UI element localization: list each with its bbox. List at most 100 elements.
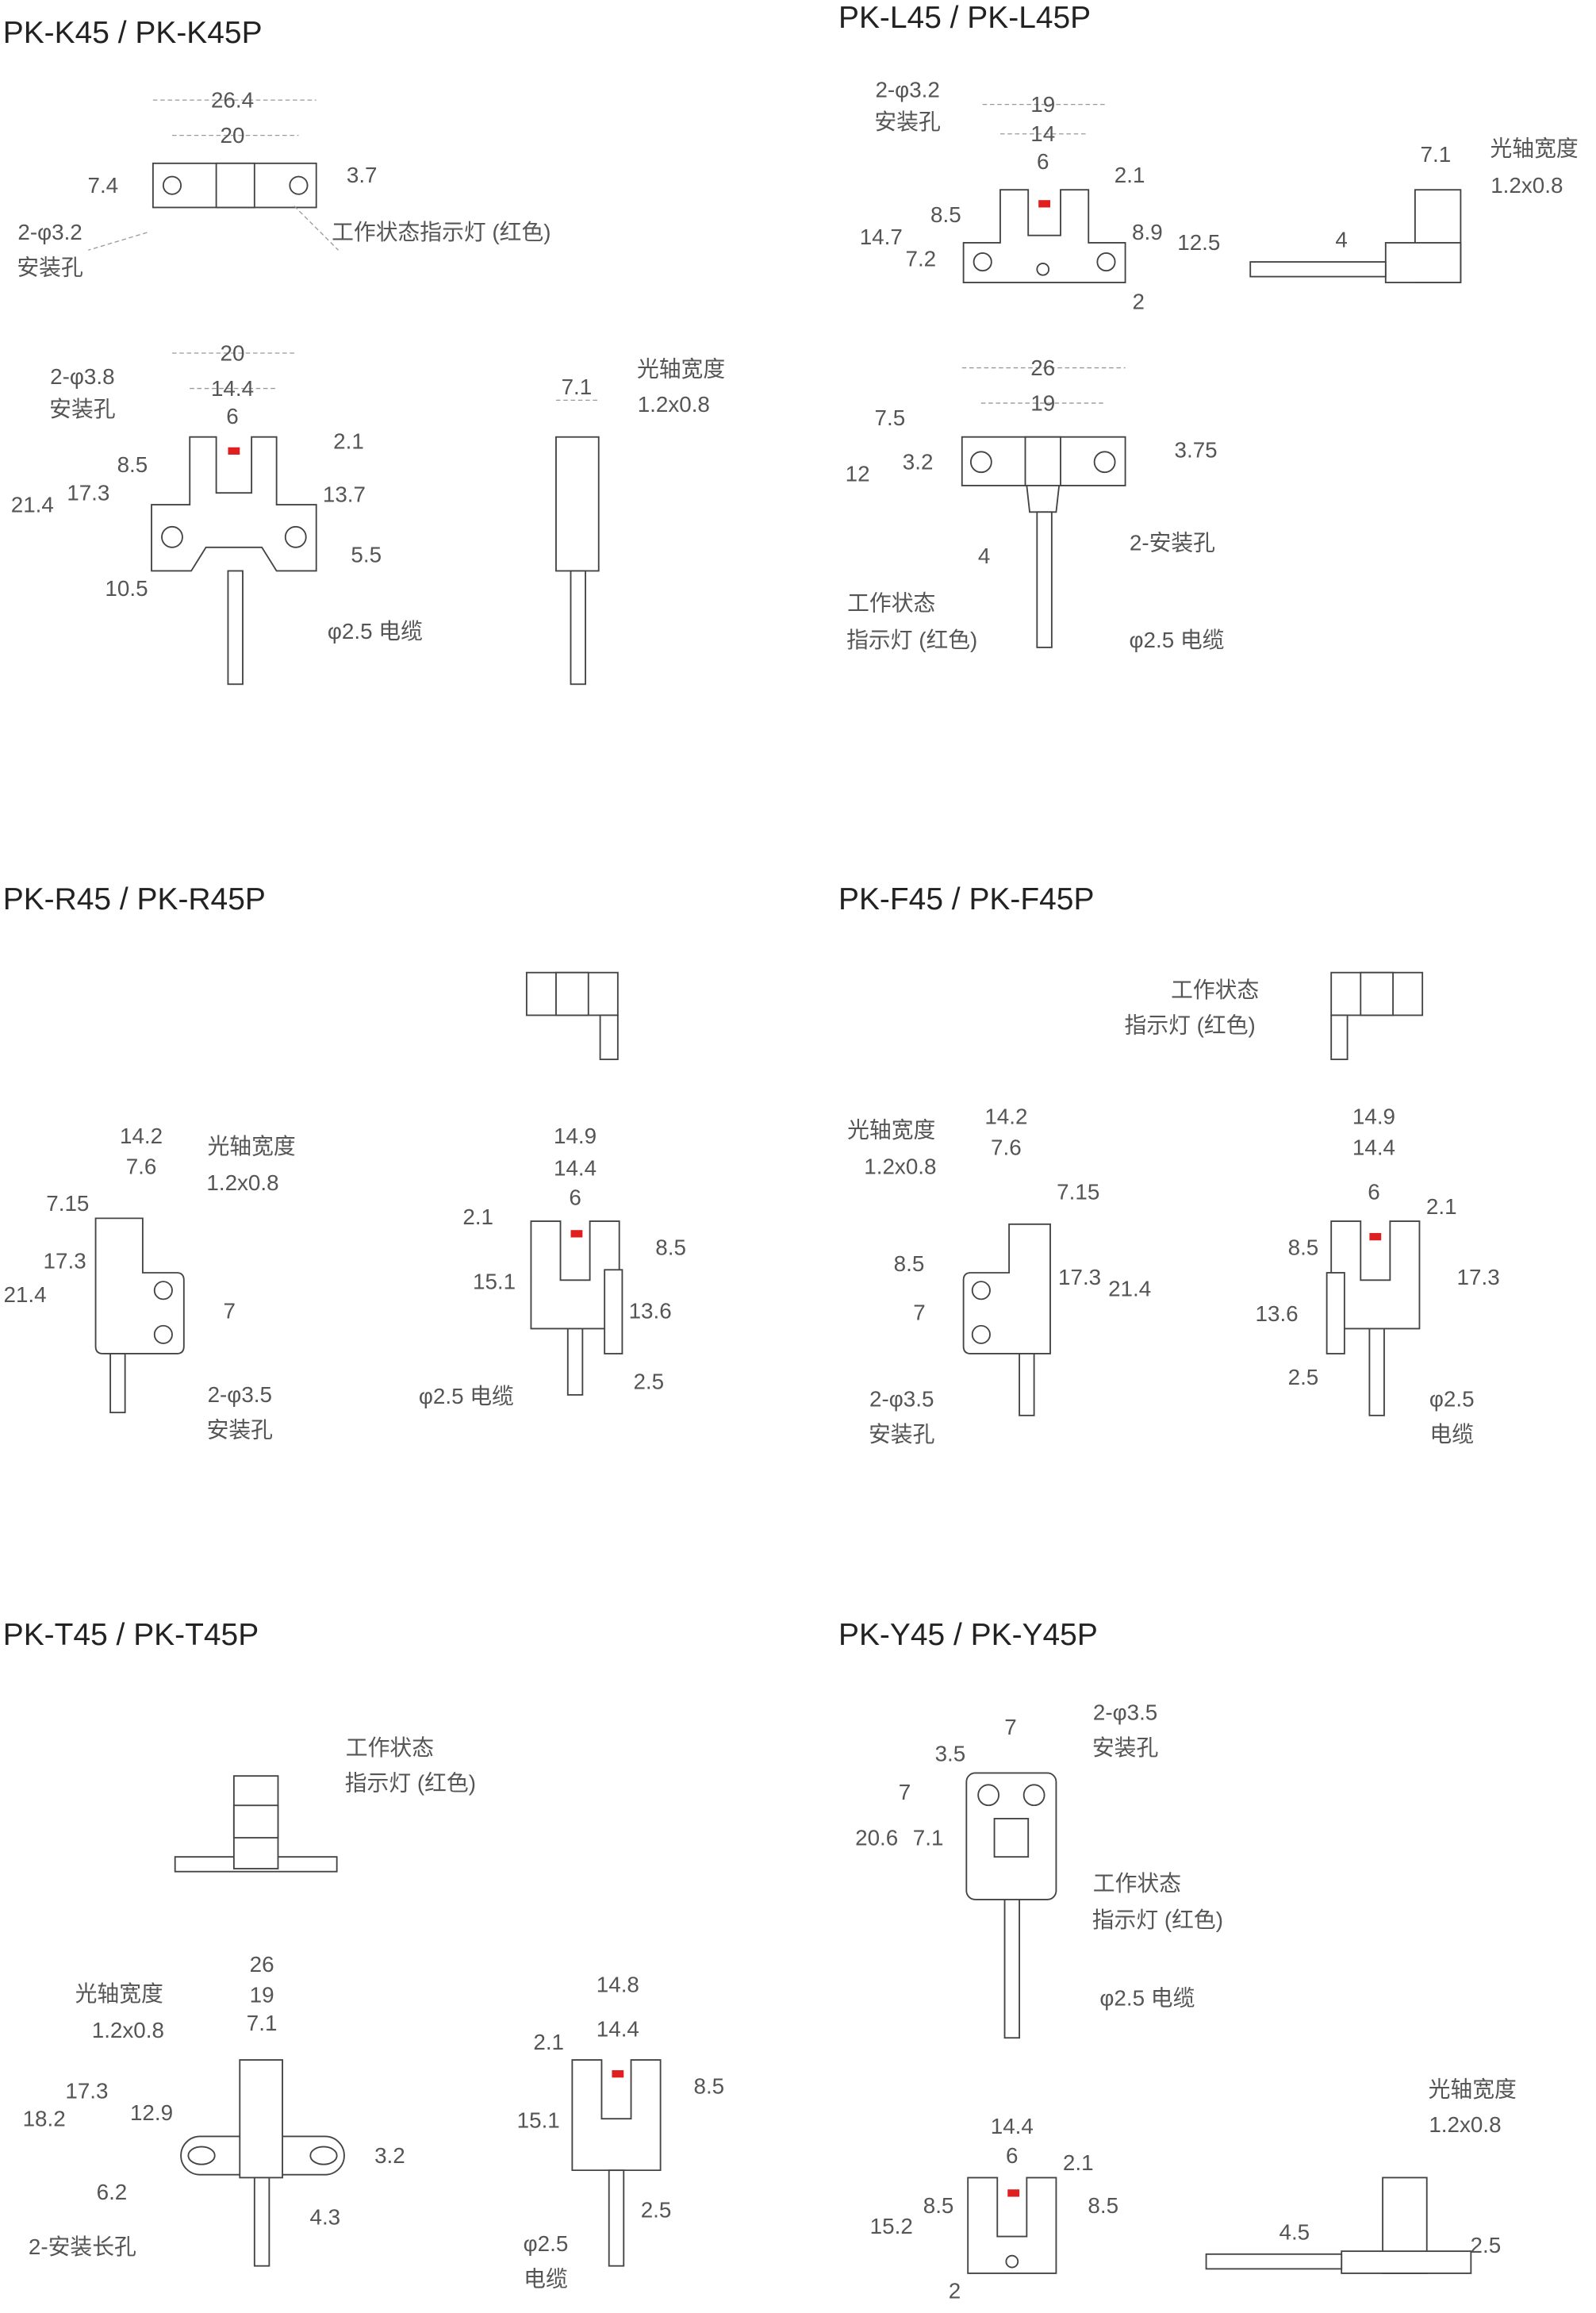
dim-label: 13.6 [1256,1301,1299,1326]
dim-label: 2.1 [1115,163,1145,187]
dim-label: 3.5 [935,1742,966,1766]
dim-label: 6 [1368,1179,1379,1204]
dim-label: 2.1 [462,1205,493,1229]
right-view-drawing [1326,1220,1421,1416]
section-pk-t45: PK-T45 / PK-T45P 工作状态 指示灯 (红色) 26 光轴宽度 1… [3,1618,724,2291]
dim-label: 1.2x0.8 [1490,173,1563,198]
dim-label: 3.75 [1175,438,1218,463]
dim-label: 14.4 [211,376,254,401]
front-view-drawing [965,1772,1057,2039]
right-view-drawing [571,2059,662,2267]
top-view-drawing [525,971,619,1061]
dim-label: 8.5 [693,2074,724,2099]
bottom-front-drawing [967,2177,1057,2274]
dim-label: φ2.5 [524,2231,569,2256]
dim-label: 指示灯 (红色) [345,1771,476,1796]
dim-label: 6 [226,404,238,428]
dim-label: 7.1 [913,1825,944,1850]
dim-label: 7 [899,1780,911,1804]
dim-label: 19 [1030,390,1055,415]
dim-label: 12.9 [130,2100,173,2125]
dim-label: 12 [846,461,870,486]
dim-label: 安装孔 [874,110,940,134]
dim-label: 光轴宽度 [637,357,725,382]
dim-label: 20.6 [855,1825,898,1850]
dim-label: 1.2x0.8 [92,2018,164,2042]
dim-label: 2.5 [641,2197,672,2222]
left-view-drawing [94,1217,185,1414]
dim-label: 工作状态指示灯 (红色) [332,220,551,244]
dim-label: 2-φ3.8 [50,364,114,389]
dim-label: 7 [224,1298,236,1323]
side-view-drawing [1249,189,1462,283]
dim-label: 光轴宽度 [1429,2077,1517,2101]
dim-label: 15.2 [870,2214,913,2238]
dim-label: 18.2 [23,2107,66,2131]
dim-label: 13.6 [629,1298,672,1323]
dim-label: 2-φ3.5 [869,1387,934,1412]
dim-label: 2.1 [1063,2150,1094,2175]
top-view-drawing [1330,971,1424,1061]
dim-label: 4.5 [1279,2219,1310,2244]
dim-label: 2-φ3.5 [208,1382,272,1407]
dim-label: 5.5 [351,542,382,567]
dim-label: 7.1 [562,375,593,399]
bottom-side-drawing [1205,2177,1472,2274]
dim-label: 2.1 [333,429,364,454]
dim-label: 7.1 [1421,142,1452,167]
dim-label: 13.7 [323,482,366,506]
dim-label: 7.15 [46,1191,89,1216]
dim-label: 安装孔 [49,397,115,421]
dim-label: 14.4 [554,1156,597,1181]
dim-label: 7 [1004,1715,1016,1739]
dim-label: 电缆 [1429,1422,1474,1447]
dim-label: 3.2 [903,450,934,475]
dim-label: 7.15 [1057,1179,1099,1204]
section-pk-f45: PK-F45 / PK-F45P 工作状态 指示灯 (红色) 14.2 光轴宽度… [838,882,1500,1447]
dim-label: 光轴宽度 [1490,136,1578,161]
dim-label: 7.4 [88,173,119,198]
dim-label: 2 [1133,289,1145,313]
dim-label: 安装孔 [17,256,82,280]
dim-label: 电缆 [524,2267,568,2292]
dim-label: 17.3 [67,480,109,505]
dim-label: 2-φ3.5 [1093,1700,1157,1725]
dim-label: φ2.5 电缆 [419,1384,514,1408]
dim-label: 20 [221,340,245,365]
dim-label: 3.2 [374,2143,405,2168]
section-title: PK-Y45 / PK-Y45P [838,1618,1098,1652]
dim-label: 8.5 [930,202,961,227]
dim-label: 8.9 [1132,220,1163,244]
dim-label: 7.6 [126,1155,157,1179]
section-title: PK-K45 / PK-K45P [3,16,263,50]
dim-label: 8.5 [1288,1235,1319,1260]
section-pk-r45: PK-R45 / PK-R45P 14.2 光轴宽度 7.6 1.2x0.8 7… [3,882,686,1443]
dim-label: 26 [250,1952,274,1977]
dim-label: 4 [1335,228,1347,252]
dim-label: 14.7 [860,225,903,249]
dim-label: 3.7 [347,163,378,187]
front-view-drawing [962,104,1126,283]
section-pk-y45: PK-Y45 / PK-Y45P 7 2-φ3.5 安装孔 3.5 7 20.6… [838,1618,1517,2303]
dim-label: 指示灯 (红色) [1092,1908,1223,1932]
dim-label: 7.5 [875,405,906,430]
dim-label: 17.3 [65,2078,108,2103]
dim-label: 14.2 [984,1105,1027,1129]
dim-label: 指示灯 (红色) [846,628,977,652]
top-view-drawing [174,1775,338,1873]
dim-label: 光轴宽度 [847,1117,935,1142]
dim-label: 6.2 [97,2180,128,2204]
top-view-drawing [88,99,339,251]
right-view-drawing [530,1220,623,1396]
dim-label: 6 [1006,2143,1018,2168]
section-pk-k45: PK-K45 / PK-K45P 26.4 20 7.4 3.7 2-φ3.2 … [3,16,725,686]
dim-label: 21.4 [3,1282,46,1307]
dim-label: 工作状态 [847,591,935,616]
dim-label: 8.5 [117,452,148,477]
dim-label: 指示灯 (红色) [1125,1013,1256,1038]
dim-label: 安装孔 [869,1422,934,1447]
dim-label: 8.5 [655,1235,686,1260]
dim-label: 工作状态 [1171,978,1259,1002]
dim-label: 21.4 [1108,1277,1151,1301]
